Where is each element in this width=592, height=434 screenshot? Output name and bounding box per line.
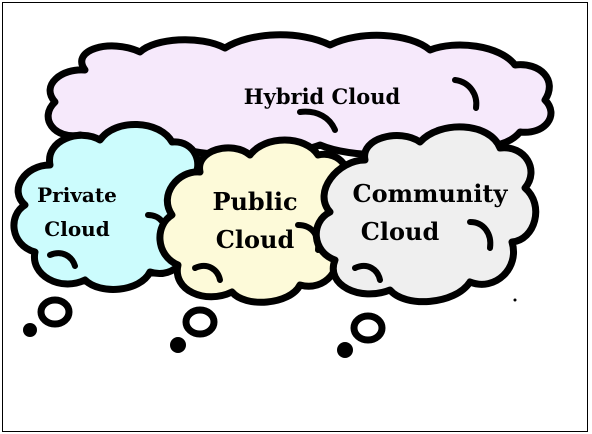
community-tail-bubble-large: [350, 312, 386, 344]
community-cloud-label-line1: Community: [353, 179, 509, 208]
private-cloud: Private Cloud: [10, 121, 207, 337]
public-tail-bubble-small: [170, 337, 186, 353]
private-cloud-label-line1: Private: [37, 183, 117, 207]
community-cloud-label-line2: Cloud: [361, 217, 440, 246]
community-tail-bubble-small: [337, 342, 353, 358]
community-cloud: Community Cloud: [312, 123, 540, 358]
hybrid-cloud-label: Hybrid Cloud: [244, 84, 401, 109]
hybrid-cloud: Hybrid Cloud: [44, 31, 555, 159]
public-cloud-label-line2: Cloud: [216, 225, 295, 254]
public-cloud-shape: [156, 136, 358, 306]
public-tail-bubble-large: [182, 306, 218, 338]
community-dot: [513, 298, 517, 302]
public-cloud-label-line1: Public: [212, 187, 297, 216]
private-tail-bubble-small: [23, 323, 37, 337]
private-cloud-label-line2: Cloud: [44, 217, 109, 241]
public-cloud: Public Cloud: [156, 136, 358, 353]
community-cloud-shape: [312, 123, 540, 306]
private-tail-bubble-large: [37, 296, 73, 328]
